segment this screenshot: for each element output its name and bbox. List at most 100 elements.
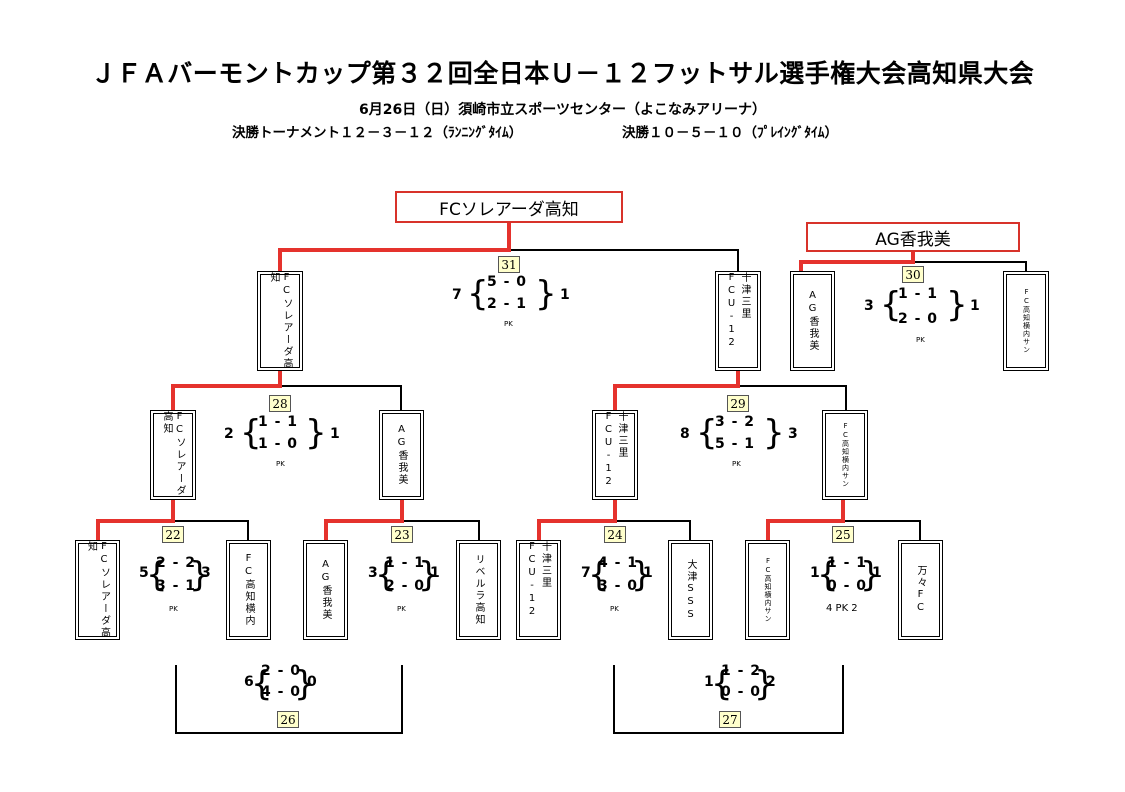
score-total-right: 1 xyxy=(872,565,882,581)
tournament-title: ＪＦＡバーモントカップ第３２回全日本Ｕ－１２フットサル選手権大会高知県大会 xyxy=(90,59,1035,88)
team-box: FC高知横内サン xyxy=(1003,271,1049,371)
team-name: FC高知横内サン xyxy=(764,557,772,623)
brace-left: { xyxy=(240,413,262,453)
team-box: FC高知横内 xyxy=(226,540,271,640)
rule-text-right: 決勝１０－５－１０（ﾌﾟﾚｲﾝｸﾞﾀｲﾑ） xyxy=(622,125,838,141)
team-box: 十津三里FCU-12 xyxy=(592,410,638,500)
score-second-half: 0 - 0 xyxy=(827,578,868,594)
score-total-right: 1 xyxy=(330,426,340,442)
match-number: 31 xyxy=(498,256,520,273)
brace-right: } xyxy=(763,413,785,453)
team-name: AG香我美 xyxy=(396,424,407,486)
score-second-half: 1 - 0 xyxy=(258,436,299,452)
team-box: 大津SSS xyxy=(668,540,713,640)
brace-left: { xyxy=(711,664,733,704)
score-first-half: 1 - 1 xyxy=(827,555,868,571)
team-name: 万々FC xyxy=(915,565,926,615)
score-total-right: 2 xyxy=(766,674,776,690)
score-total-right: 1 xyxy=(430,565,440,581)
match-number: 22 xyxy=(162,526,184,543)
rule-text-left: 決勝トーナメント１２－３－１２（ﾗﾝﾆﾝｸﾞﾀｲﾑ） xyxy=(232,125,523,141)
score-total-left: 1 xyxy=(810,565,820,581)
score-second-half: 2 - 1 xyxy=(487,296,528,312)
team-box: FCソレアーダ高知 xyxy=(150,410,196,500)
score-second-half: 3 - 1 xyxy=(156,578,197,594)
team-name: 十津三里FCU-12 xyxy=(603,411,627,489)
team-box: 十津三里FCU-12 xyxy=(516,540,561,640)
score-total-right: 0 xyxy=(307,674,317,690)
team-name: リベルラ高知 xyxy=(473,554,484,626)
team-name: AG香我美 xyxy=(807,290,818,352)
team-name: FC高知横内サン xyxy=(841,422,850,488)
match-number: 24 xyxy=(604,526,626,543)
brace-right: } xyxy=(754,664,776,704)
score-first-half: 3 - 2 xyxy=(715,414,756,430)
score-total-left: 2 xyxy=(224,426,234,442)
team-box: 万々FC xyxy=(898,540,943,640)
brace-left: { xyxy=(880,285,902,325)
match-number: 25 xyxy=(832,526,854,543)
score-first-half: 5 - 0 xyxy=(487,274,528,290)
pk-label: PK xyxy=(169,605,178,613)
score-total-left: 7 xyxy=(581,565,591,581)
team-box: 十津三里FCU-12 xyxy=(715,271,761,371)
pk-label: PK xyxy=(732,460,741,468)
pk-label: PK xyxy=(610,605,619,613)
score-total-left: 7 xyxy=(452,287,462,303)
brace-right: } xyxy=(294,664,316,704)
brace-right: } xyxy=(860,555,882,595)
score-first-half: 1 - 1 xyxy=(258,414,299,430)
score-second-half: 3 - 0 xyxy=(598,578,639,594)
brace-left: { xyxy=(146,555,168,595)
brace-right: } xyxy=(631,555,653,595)
score-total-left: 8 xyxy=(680,426,690,442)
brace-right: } xyxy=(418,555,440,595)
score-first-half: 2 - 0 xyxy=(261,663,302,679)
team-name: FCソレアーダ高知 xyxy=(268,272,292,370)
team-name: 十津三里FCU-12 xyxy=(726,272,750,350)
pk-label: 4 PK 2 xyxy=(826,603,858,614)
team-box: AG香我美 xyxy=(379,410,424,500)
team-box: FC高知横内サン xyxy=(822,410,868,500)
team-name: 十津三里FCU-12 xyxy=(526,541,551,619)
match-number: 30 xyxy=(902,266,924,283)
score-total-left: 1 xyxy=(704,674,714,690)
score-total-left: 3 xyxy=(864,298,874,314)
team-name: FC高知横内サン xyxy=(1022,288,1031,354)
score-first-half: 2 - 2 xyxy=(156,555,197,571)
team-box: AG香我美 xyxy=(790,271,835,371)
score-first-half: 1 - 2 xyxy=(721,663,762,679)
score-total-left: 5 xyxy=(139,565,149,581)
champion-banner: FCソレアーダ高知 xyxy=(395,191,623,223)
brace-left: { xyxy=(467,274,489,314)
score-total-right: 3 xyxy=(201,565,211,581)
match-number: 28 xyxy=(269,395,291,412)
score-second-half: 2 - 0 xyxy=(385,578,426,594)
score-total-right: 1 xyxy=(970,298,980,314)
brace-right: } xyxy=(305,413,327,453)
score-total-left: 3 xyxy=(368,565,378,581)
brace-left: { xyxy=(817,555,839,595)
match-number: 26 xyxy=(277,711,299,728)
team-box: FCソレアーダ高知 xyxy=(75,540,120,640)
team-name: FC高知横内 xyxy=(243,553,254,627)
score-second-half: 5 - 1 xyxy=(715,436,756,452)
pk-label: PK xyxy=(916,336,925,344)
pk-label: PK xyxy=(504,320,513,328)
pk-label: PK xyxy=(397,605,406,613)
score-second-half: 4 - 0 xyxy=(261,684,302,700)
brace-left: { xyxy=(251,664,273,704)
brace-left: { xyxy=(375,555,397,595)
score-total-left: 6 xyxy=(244,674,254,690)
team-name: AG香我美 xyxy=(320,559,331,621)
team-box: FCソレアーダ高知 xyxy=(257,271,303,371)
team-name: 大津SSS xyxy=(685,558,696,622)
score-first-half: 1 - 1 xyxy=(385,555,426,571)
date-venue: 6月26日（日）須崎市立スポーツセンター（よこなみアリーナ） xyxy=(359,102,766,118)
brace-left: { xyxy=(696,413,718,453)
match-number: 23 xyxy=(391,526,413,543)
score-first-half: 1 - 1 xyxy=(898,286,939,302)
pk-label: PK xyxy=(276,460,285,468)
score-second-half: 2 - 0 xyxy=(898,311,939,327)
